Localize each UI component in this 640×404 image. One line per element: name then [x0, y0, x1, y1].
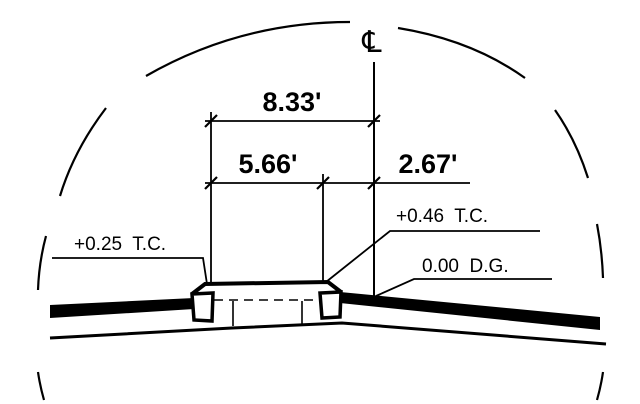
leader-dg [375, 278, 552, 297]
tick-lower-right [367, 176, 381, 190]
leader-left-tc [52, 257, 208, 285]
dimension-right-segment-label: 2.67' [399, 149, 458, 179]
arc-mid-left [36, 235, 48, 291]
median-left-curb [190, 291, 215, 323]
note-left-tc: +0.25 T.C. [74, 234, 166, 255]
note-dg: 0.00 D.G. [422, 256, 509, 277]
pavement-right [340, 292, 600, 330]
tick-lower-left [204, 176, 218, 190]
leader-lines [52, 230, 552, 297]
arc-upper-left [58, 107, 107, 197]
centerline-symbol: ℄ [361, 25, 381, 60]
arc-mid-right [595, 223, 605, 279]
median-top-surface [190, 279, 343, 296]
tick-lower-mid [316, 176, 330, 190]
dimension-overall-label: 8.33' [263, 87, 322, 117]
subgrade-line [49, 321, 607, 346]
extension-lines [210, 112, 324, 284]
dimension-left-segment-label: 5.66' [239, 149, 298, 179]
tick-overall-left [204, 114, 218, 128]
roadway-surface [50, 292, 600, 330]
subgrade-lines [49, 321, 607, 346]
dimension-lines [205, 120, 470, 184]
arc-top-left [145, 20, 351, 77]
arc-upper-right [554, 109, 590, 179]
note-right-tc: +0.46 T.C. [396, 206, 488, 227]
median-right-curb [318, 290, 343, 320]
arc-bottom-right [595, 371, 605, 401]
arc-top-right [397, 26, 526, 79]
raised-median [190, 279, 343, 326]
dimension-ticks [204, 114, 381, 190]
section-outline-arcs [36, 20, 605, 401]
pavement-left [50, 298, 194, 318]
centerline: ℄ [361, 25, 382, 296]
leader-right-tc [325, 230, 540, 283]
tick-overall-right [367, 114, 381, 128]
arc-bottom-left [36, 371, 46, 401]
